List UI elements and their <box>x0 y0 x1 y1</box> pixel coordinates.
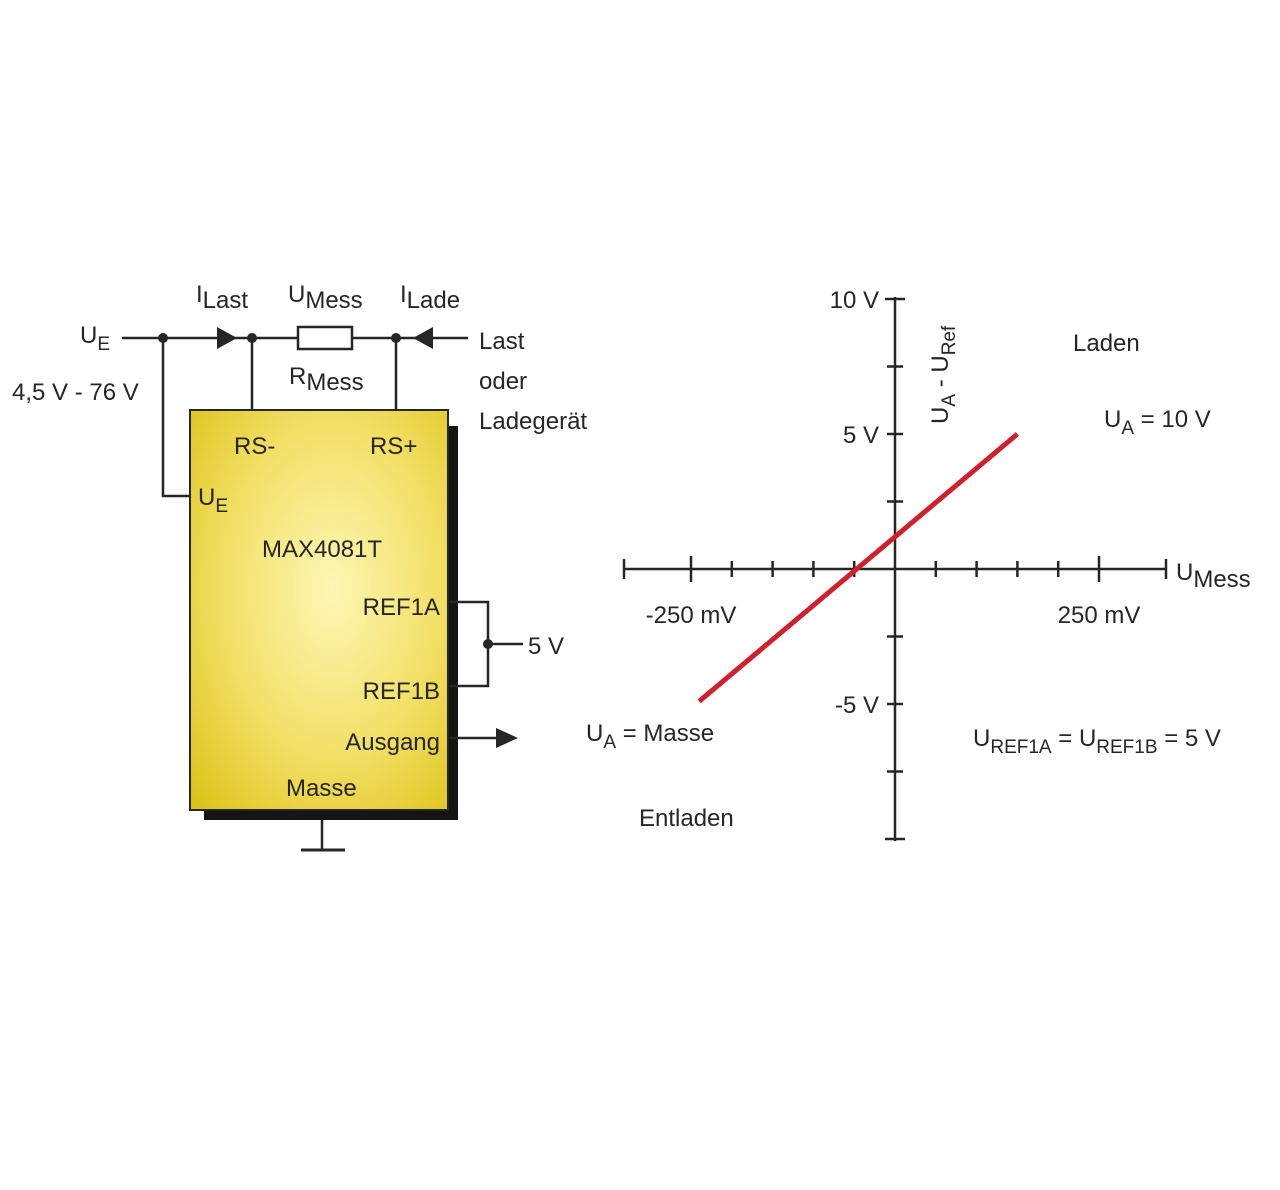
y-tick-label: 5 V <box>843 422 879 449</box>
pin-ausgang: Ausgang <box>345 729 440 756</box>
ref-voltage: 5 V <box>528 633 564 660</box>
circuit: UE 4,5 V - 76 V ILast UMess ILade RMess … <box>12 281 587 852</box>
y-tick-label: 10 V <box>830 287 879 314</box>
chip-body <box>189 409 449 811</box>
arrow-i-lade <box>413 327 433 349</box>
label-i-last: ILast <box>196 281 248 314</box>
resistor-r-mess <box>296 325 354 351</box>
junction-dot <box>483 639 493 649</box>
y-tick-label: -5 V <box>835 692 879 719</box>
label-r-mess: RMess <box>289 363 364 396</box>
input-range: 4,5 V - 76 V <box>12 379 139 406</box>
chip-name: MAX4081T <box>262 536 382 563</box>
annotation-entladen: Entladen <box>639 805 734 832</box>
chart: -250 mV 250 mV 10 V 5 V -5 V UMess UA - URe… <box>586 287 1251 841</box>
x-axis-label: UMess <box>1176 559 1251 593</box>
annotation-ua-max: UA = 10 V <box>1104 406 1211 439</box>
y-tick-labels: 10 V 5 V -5 V <box>830 287 879 719</box>
x-ticks <box>622 556 1168 582</box>
wire-ue-pin <box>161 338 190 498</box>
series-line <box>697 432 1020 704</box>
pin-rs-plus: RS+ <box>370 433 417 460</box>
annotation-ua-min: UA = Masse <box>586 720 714 753</box>
pin-masse: Masse <box>286 775 357 802</box>
x-tick-label: -250 mV <box>646 602 737 629</box>
pin-ref1b: REF1B <box>363 678 440 705</box>
pin-ue: UE <box>198 484 228 517</box>
y-ticks <box>885 297 905 841</box>
y-axis-label: UA - URef <box>927 325 960 424</box>
arrow-i-last <box>217 327 237 349</box>
arrow-output <box>496 728 518 748</box>
load-line-3: Ladegerät <box>479 408 587 435</box>
x-tick-labels: -250 mV 250 mV <box>646 602 1141 629</box>
annotation-laden: Laden <box>1073 330 1140 357</box>
series-layer <box>697 432 1020 704</box>
pin-rs-minus: RS- <box>234 433 275 460</box>
input-label: UE <box>80 322 110 355</box>
load-line-1: Last <box>479 328 525 355</box>
annotation-ref-eq: UREF1A = UREF1B = 5 V <box>973 725 1221 758</box>
x-tick-label: 250 mV <box>1058 602 1141 629</box>
load-line-2: oder <box>479 368 527 395</box>
pin-ref1a: REF1A <box>363 594 440 621</box>
label-i-lade: ILade <box>400 281 460 314</box>
label-u-mess: UMess <box>288 281 363 314</box>
